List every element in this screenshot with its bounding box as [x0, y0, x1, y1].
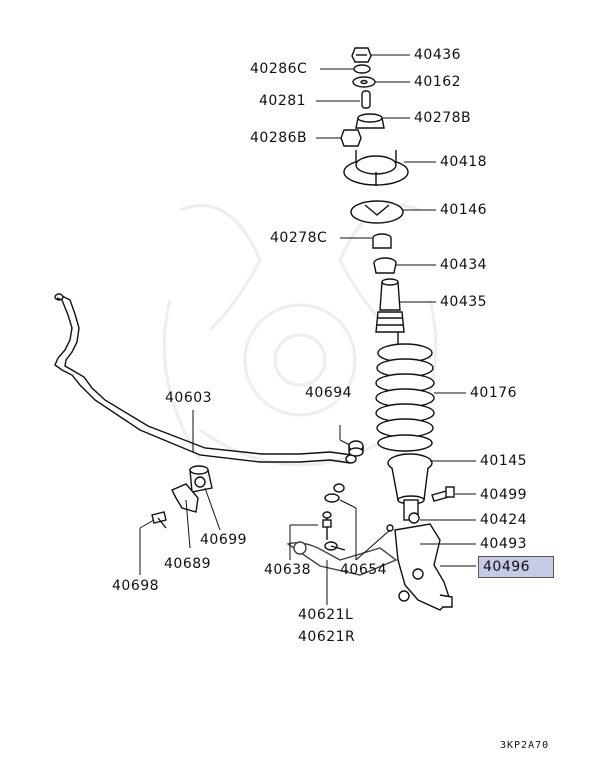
part-40603-stabilizer-bar — [54, 293, 357, 464]
label-40145[interactable]: 40145 — [480, 453, 528, 469]
label-40286B[interactable]: 40286B — [250, 130, 308, 146]
part-40286C-washer — [353, 64, 371, 74]
part-40699-bushing — [189, 465, 213, 493]
label-40286C[interactable]: 40286C — [250, 61, 308, 77]
label-40418[interactable]: 40418 — [440, 154, 488, 170]
label-40621L[interactable]: 40621L — [298, 607, 354, 623]
label-40654[interactable]: 40654 — [340, 562, 388, 578]
watermark — [162, 204, 438, 467]
part-40146-insulator — [350, 200, 404, 224]
part-40698-bolt — [151, 511, 167, 529]
part-40162-washer — [352, 76, 376, 88]
leader-lines — [139, 54, 476, 605]
label-40162[interactable]: 40162 — [414, 74, 462, 90]
label-40435[interactable]: 40435 — [440, 294, 488, 310]
label-40621R[interactable]: 40621R — [298, 629, 356, 645]
label-40603[interactable]: 40603 — [165, 390, 213, 406]
label-40499[interactable]: 40499 — [480, 487, 528, 503]
label-40689[interactable]: 40689 — [164, 556, 212, 572]
label-40694[interactable]: 40694 — [305, 385, 353, 401]
label-40278B[interactable]: 40278B — [414, 110, 472, 126]
part-40278B-bushing — [355, 113, 385, 129]
label-40493[interactable]: 40493 — [480, 536, 528, 552]
label-40496-highlighted[interactable]: 40496 — [478, 556, 554, 578]
parts-drawing — [54, 47, 455, 611]
label-40638[interactable]: 40638 — [264, 562, 312, 578]
part-40435-boot — [375, 278, 405, 333]
label-40176[interactable]: 40176 — [470, 385, 518, 401]
label-40436[interactable]: 40436 — [414, 47, 462, 63]
label-40434[interactable]: 40434 — [440, 257, 488, 273]
label-40281[interactable]: 40281 — [259, 93, 307, 109]
part-40654-bushing — [324, 483, 345, 503]
part-40424-nut — [408, 512, 420, 524]
part-40694-bushing — [348, 440, 364, 457]
label-40699[interactable]: 40699 — [200, 532, 248, 548]
part-40434-bumper — [373, 257, 397, 274]
part-40436-nut — [351, 47, 372, 63]
part-40286B-nut — [340, 129, 362, 147]
part-40281-collar — [361, 90, 371, 109]
label-40698[interactable]: 40698 — [112, 578, 160, 594]
label-40146[interactable]: 40146 — [440, 202, 488, 218]
part-40278C-bushing — [372, 233, 392, 249]
label-40278C[interactable]: 40278C — [270, 230, 328, 246]
part-40689-bracket — [171, 483, 199, 513]
lower-arm-outline — [286, 541, 398, 576]
part-40496-knuckle — [386, 523, 453, 611]
part-40176-spring — [375, 332, 435, 452]
part-40499-bolt — [431, 486, 455, 502]
label-40424[interactable]: 40424 — [480, 512, 528, 528]
part-40145-strut — [387, 453, 433, 521]
part-40418-mount — [343, 150, 409, 186]
part-40621-link — [322, 511, 346, 551]
diagram-code: 3KP2A70 — [500, 740, 550, 751]
